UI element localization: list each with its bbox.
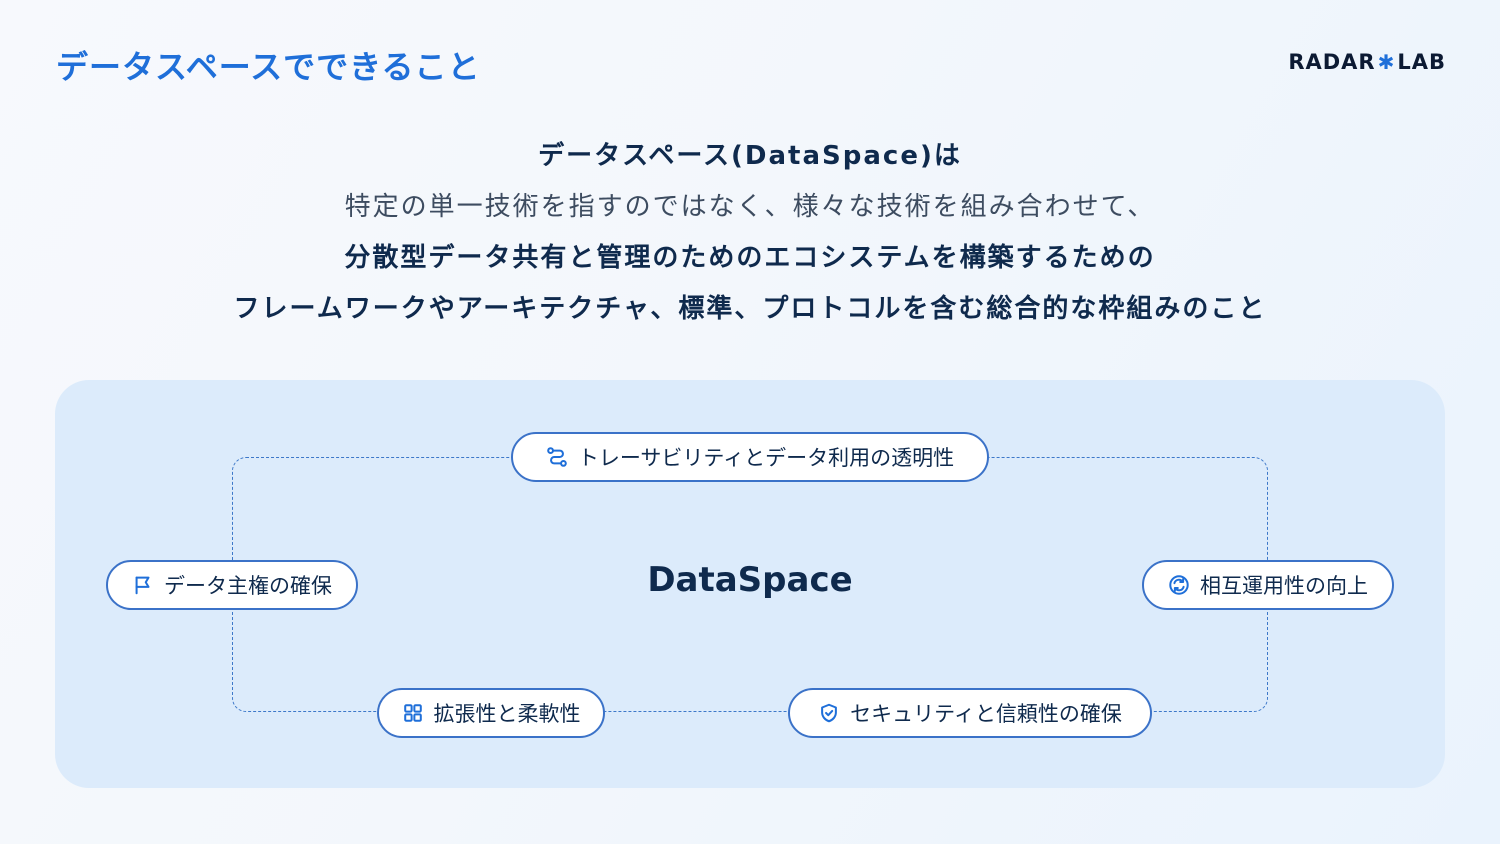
node-data-sovereignty: データ主権の確保 (106, 560, 358, 610)
intro-line-3: 分散型データ共有と管理のためのエコシステムを構築するための (344, 243, 1156, 273)
intro-line-1: データスペース(DataSpace)は (538, 141, 962, 171)
logo-text-left: RADAR (1288, 50, 1376, 74)
node-interoperability: 相互運用性の向上 (1142, 560, 1394, 610)
node-scalability: 拡張性と柔軟性 (377, 688, 605, 738)
sync-icon (1168, 574, 1190, 596)
node-data-sovereignty-label: データ主権の確保 (164, 574, 332, 598)
intro-line-2: 特定の単一技術を指すのではなく、様々な技術を組み合わせて、 (344, 192, 1156, 222)
route-icon (546, 446, 568, 468)
node-interoperability-label: 相互運用性の向上 (1200, 574, 1368, 598)
node-security: セキュリティと信頼性の確保 (788, 688, 1152, 738)
diagram-center-label: DataSpace (647, 560, 853, 600)
flag-icon (132, 574, 154, 596)
page-title: データスペースでできること (56, 48, 481, 86)
intro-line-4: フレームワークやアーキテクチャ、標準、プロトコルを含む総合的な枠組みのこと (233, 294, 1267, 324)
brand-logo: RADAR ✱ LAB (1288, 50, 1446, 74)
node-traceability-label: トレーサビリティとデータ利用の透明性 (577, 446, 955, 470)
node-scalability-label: 拡張性と柔軟性 (433, 702, 581, 726)
logo-text-right: LAB (1397, 50, 1446, 74)
shield-check-icon (818, 702, 840, 724)
intro-text: データスペース(DataSpace)は 特定の単一技術を指すのではなく、様々な技… (0, 136, 1500, 340)
node-traceability: トレーサビリティとデータ利用の透明性 (511, 432, 989, 482)
node-security-label: セキュリティと信頼性の確保 (850, 702, 1122, 726)
logo-star-icon: ✱ (1377, 50, 1396, 74)
grid-icon (402, 702, 424, 724)
